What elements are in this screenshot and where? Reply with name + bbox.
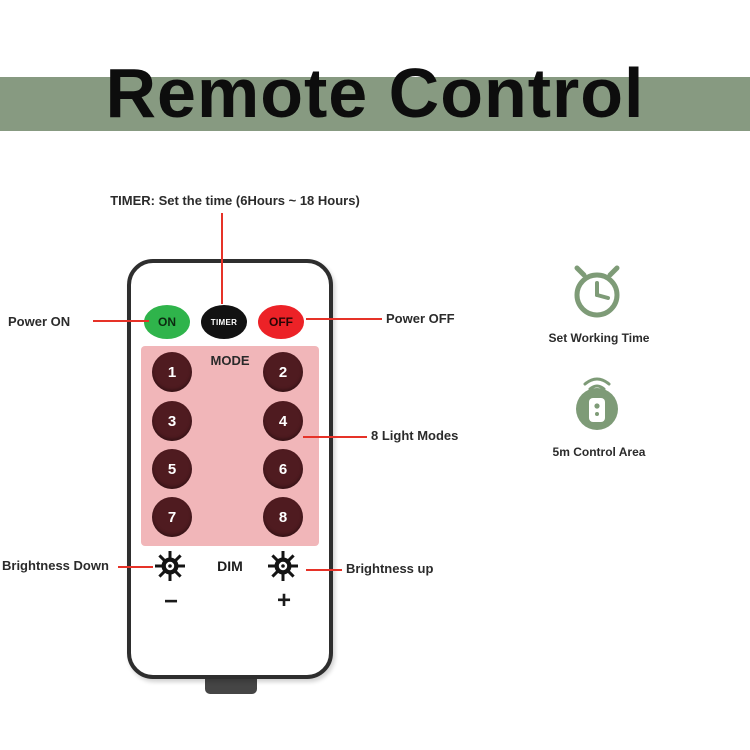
mode-button-6: 6 bbox=[263, 449, 303, 489]
power-off-callout-line bbox=[306, 318, 382, 320]
banner-band bbox=[0, 77, 750, 131]
dim-label: DIM bbox=[217, 558, 243, 574]
mode-button-1: 1 bbox=[152, 352, 192, 392]
power-off-button: OFF bbox=[258, 305, 304, 339]
callout-light-modes-label: 8 Light Modes bbox=[371, 428, 459, 443]
brightness-up-button bbox=[267, 550, 299, 582]
callout-brightness-down-label: Brightness Down bbox=[2, 558, 109, 573]
brightness-down-button bbox=[154, 550, 186, 582]
feature-label-working-time: Set Working Time bbox=[548, 331, 650, 345]
sun-icon bbox=[268, 551, 298, 581]
light-modes-callout-line bbox=[303, 436, 367, 438]
callout-timer-label: TIMER: Set the time (6Hours ~ 18 Hours) bbox=[110, 193, 360, 208]
alarm-clock-icon bbox=[567, 262, 627, 322]
mode-button-2: 2 bbox=[263, 352, 303, 392]
callout-brightness-up-label: Brightness up bbox=[346, 561, 434, 576]
page-title: Remote Control bbox=[105, 54, 645, 132]
callout-power-off-label: Power OFF bbox=[386, 311, 455, 326]
power-on-callout-line bbox=[93, 320, 149, 322]
mode-label: MODE bbox=[210, 353, 250, 368]
brightness-up-callout-line bbox=[306, 569, 342, 571]
plus-label: + bbox=[276, 587, 291, 614]
callout-power-on-label: Power ON bbox=[8, 314, 71, 329]
remote-signal-icon bbox=[567, 372, 627, 432]
timer-callout-line bbox=[221, 213, 223, 304]
mode-button-5: 5 bbox=[152, 449, 192, 489]
brightness-down-callout-line bbox=[118, 566, 153, 568]
timer-button: TIMER bbox=[201, 305, 247, 339]
mode-button-3: 3 bbox=[152, 401, 192, 441]
power-on-button: ON bbox=[144, 305, 190, 339]
minus-label: − bbox=[163, 588, 178, 615]
sun-icon bbox=[155, 551, 185, 581]
mode-button-7: 7 bbox=[152, 497, 192, 537]
mode-button-4: 4 bbox=[263, 401, 303, 441]
feature-label-control-area: 5m Control Area bbox=[552, 445, 646, 459]
mode-button-8: 8 bbox=[263, 497, 303, 537]
